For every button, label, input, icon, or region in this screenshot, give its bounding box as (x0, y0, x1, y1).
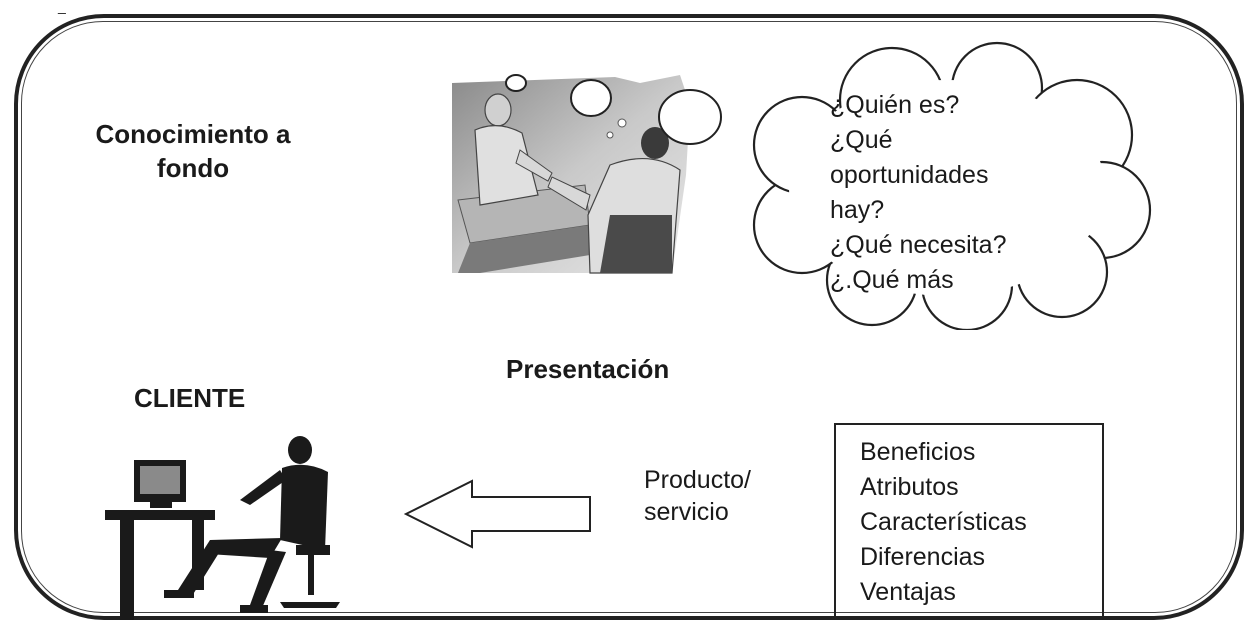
cloud-line: ¿Quién es? (830, 91, 960, 119)
presentacion-label: Presentación (506, 354, 670, 384)
cloud-line: ¿Qué necesita? (830, 231, 1007, 259)
thought-cloud-icon (752, 41, 1152, 330)
conocimiento-label: Conocimiento a fondo (95, 119, 291, 183)
producto-line: Producto/ (644, 466, 752, 494)
cliente-label: CLIENTE (134, 383, 246, 413)
producto-servicio-label: Producto/ servicio (644, 464, 751, 528)
servicio-line: servicio (644, 498, 729, 526)
cloud-questions: ¿Quién es? ¿Qué oportunidades hay? ¿Qué … (830, 88, 1007, 298)
top-mark: _ (58, 0, 66, 14)
benefits-box: Beneficios Atributos Características Dif… (834, 423, 1104, 619)
person-at-computer-icon (105, 436, 340, 620)
diagram-frame-inner (21, 21, 1237, 613)
benefit-item: Ventajas (860, 578, 956, 606)
salesperson-meeting-icon (452, 74, 722, 274)
benefit-item: Características (860, 508, 1027, 536)
benefit-item: Atributos (860, 473, 959, 501)
diagram-frame (14, 14, 1244, 620)
benefit-item: Diferencias (860, 543, 986, 571)
left-arrow-icon (404, 479, 591, 549)
cloud-line: oportunidades (830, 161, 989, 189)
benefit-item: Beneficios (860, 438, 976, 466)
cloud-line: ¿.Qué más (830, 266, 954, 294)
cloud-line: hay? (830, 196, 885, 224)
cloud-line: ¿Qué (830, 126, 893, 154)
